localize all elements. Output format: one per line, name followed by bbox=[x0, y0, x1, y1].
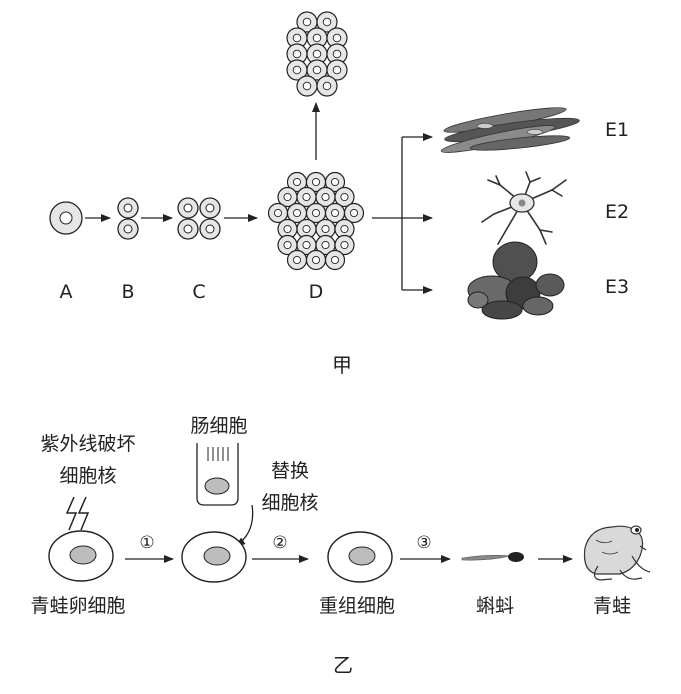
label-d: D bbox=[309, 281, 324, 303]
replace-label-line2: 细胞核 bbox=[261, 492, 318, 514]
panel-jia: A B C D E1 E2 E3 甲 bbox=[50, 12, 629, 377]
uv-lightning-icon bbox=[67, 497, 88, 530]
cell-a bbox=[50, 202, 82, 234]
receiving-egg-cell bbox=[182, 532, 246, 582]
caption-yi: 乙 bbox=[333, 653, 353, 677]
egg-cell bbox=[49, 531, 113, 581]
tissue-e3 bbox=[468, 242, 564, 319]
cell-cluster-d bbox=[269, 173, 364, 270]
cell-c bbox=[178, 198, 220, 239]
recombinant-cell bbox=[328, 532, 392, 582]
tissue-e2-neuron bbox=[482, 172, 566, 244]
panel-yi: 紫外线破坏 细胞核 青蛙卵细胞 ① 肠细胞 替换 细胞核 bbox=[30, 415, 650, 677]
uv-label-line1: 紫外线破坏 bbox=[40, 433, 135, 455]
cell-b bbox=[118, 198, 138, 239]
frog-icon bbox=[584, 526, 650, 580]
intestinal-cell bbox=[197, 443, 238, 505]
arrow-nucleus-transfer bbox=[236, 505, 253, 546]
tadpole-icon bbox=[462, 552, 524, 562]
step-1-label: ① bbox=[139, 533, 154, 553]
cell-cluster-top bbox=[287, 12, 347, 96]
branch-arrows bbox=[372, 137, 432, 290]
tissue-e1-muscle bbox=[440, 103, 580, 157]
label-c: C bbox=[192, 281, 205, 303]
uv-label-line2: 细胞核 bbox=[59, 465, 116, 487]
egg-cell-label: 青蛙卵细胞 bbox=[30, 595, 125, 617]
caption-jia: 甲 bbox=[332, 353, 352, 377]
tadpole-label: 蝌蚪 bbox=[476, 595, 514, 617]
label-e1: E1 bbox=[605, 119, 629, 141]
step-3-label: ③ bbox=[416, 533, 431, 553]
replace-label-line1: 替换 bbox=[271, 460, 309, 482]
recombinant-cell-label: 重组细胞 bbox=[319, 595, 395, 617]
step-2-label: ② bbox=[272, 533, 287, 553]
label-a: A bbox=[60, 281, 73, 303]
label-e2: E2 bbox=[605, 201, 629, 223]
intestinal-cell-label: 肠细胞 bbox=[190, 415, 247, 437]
frog-label: 青蛙 bbox=[593, 595, 631, 617]
label-b: B bbox=[121, 281, 134, 303]
label-e3: E3 bbox=[605, 276, 629, 298]
